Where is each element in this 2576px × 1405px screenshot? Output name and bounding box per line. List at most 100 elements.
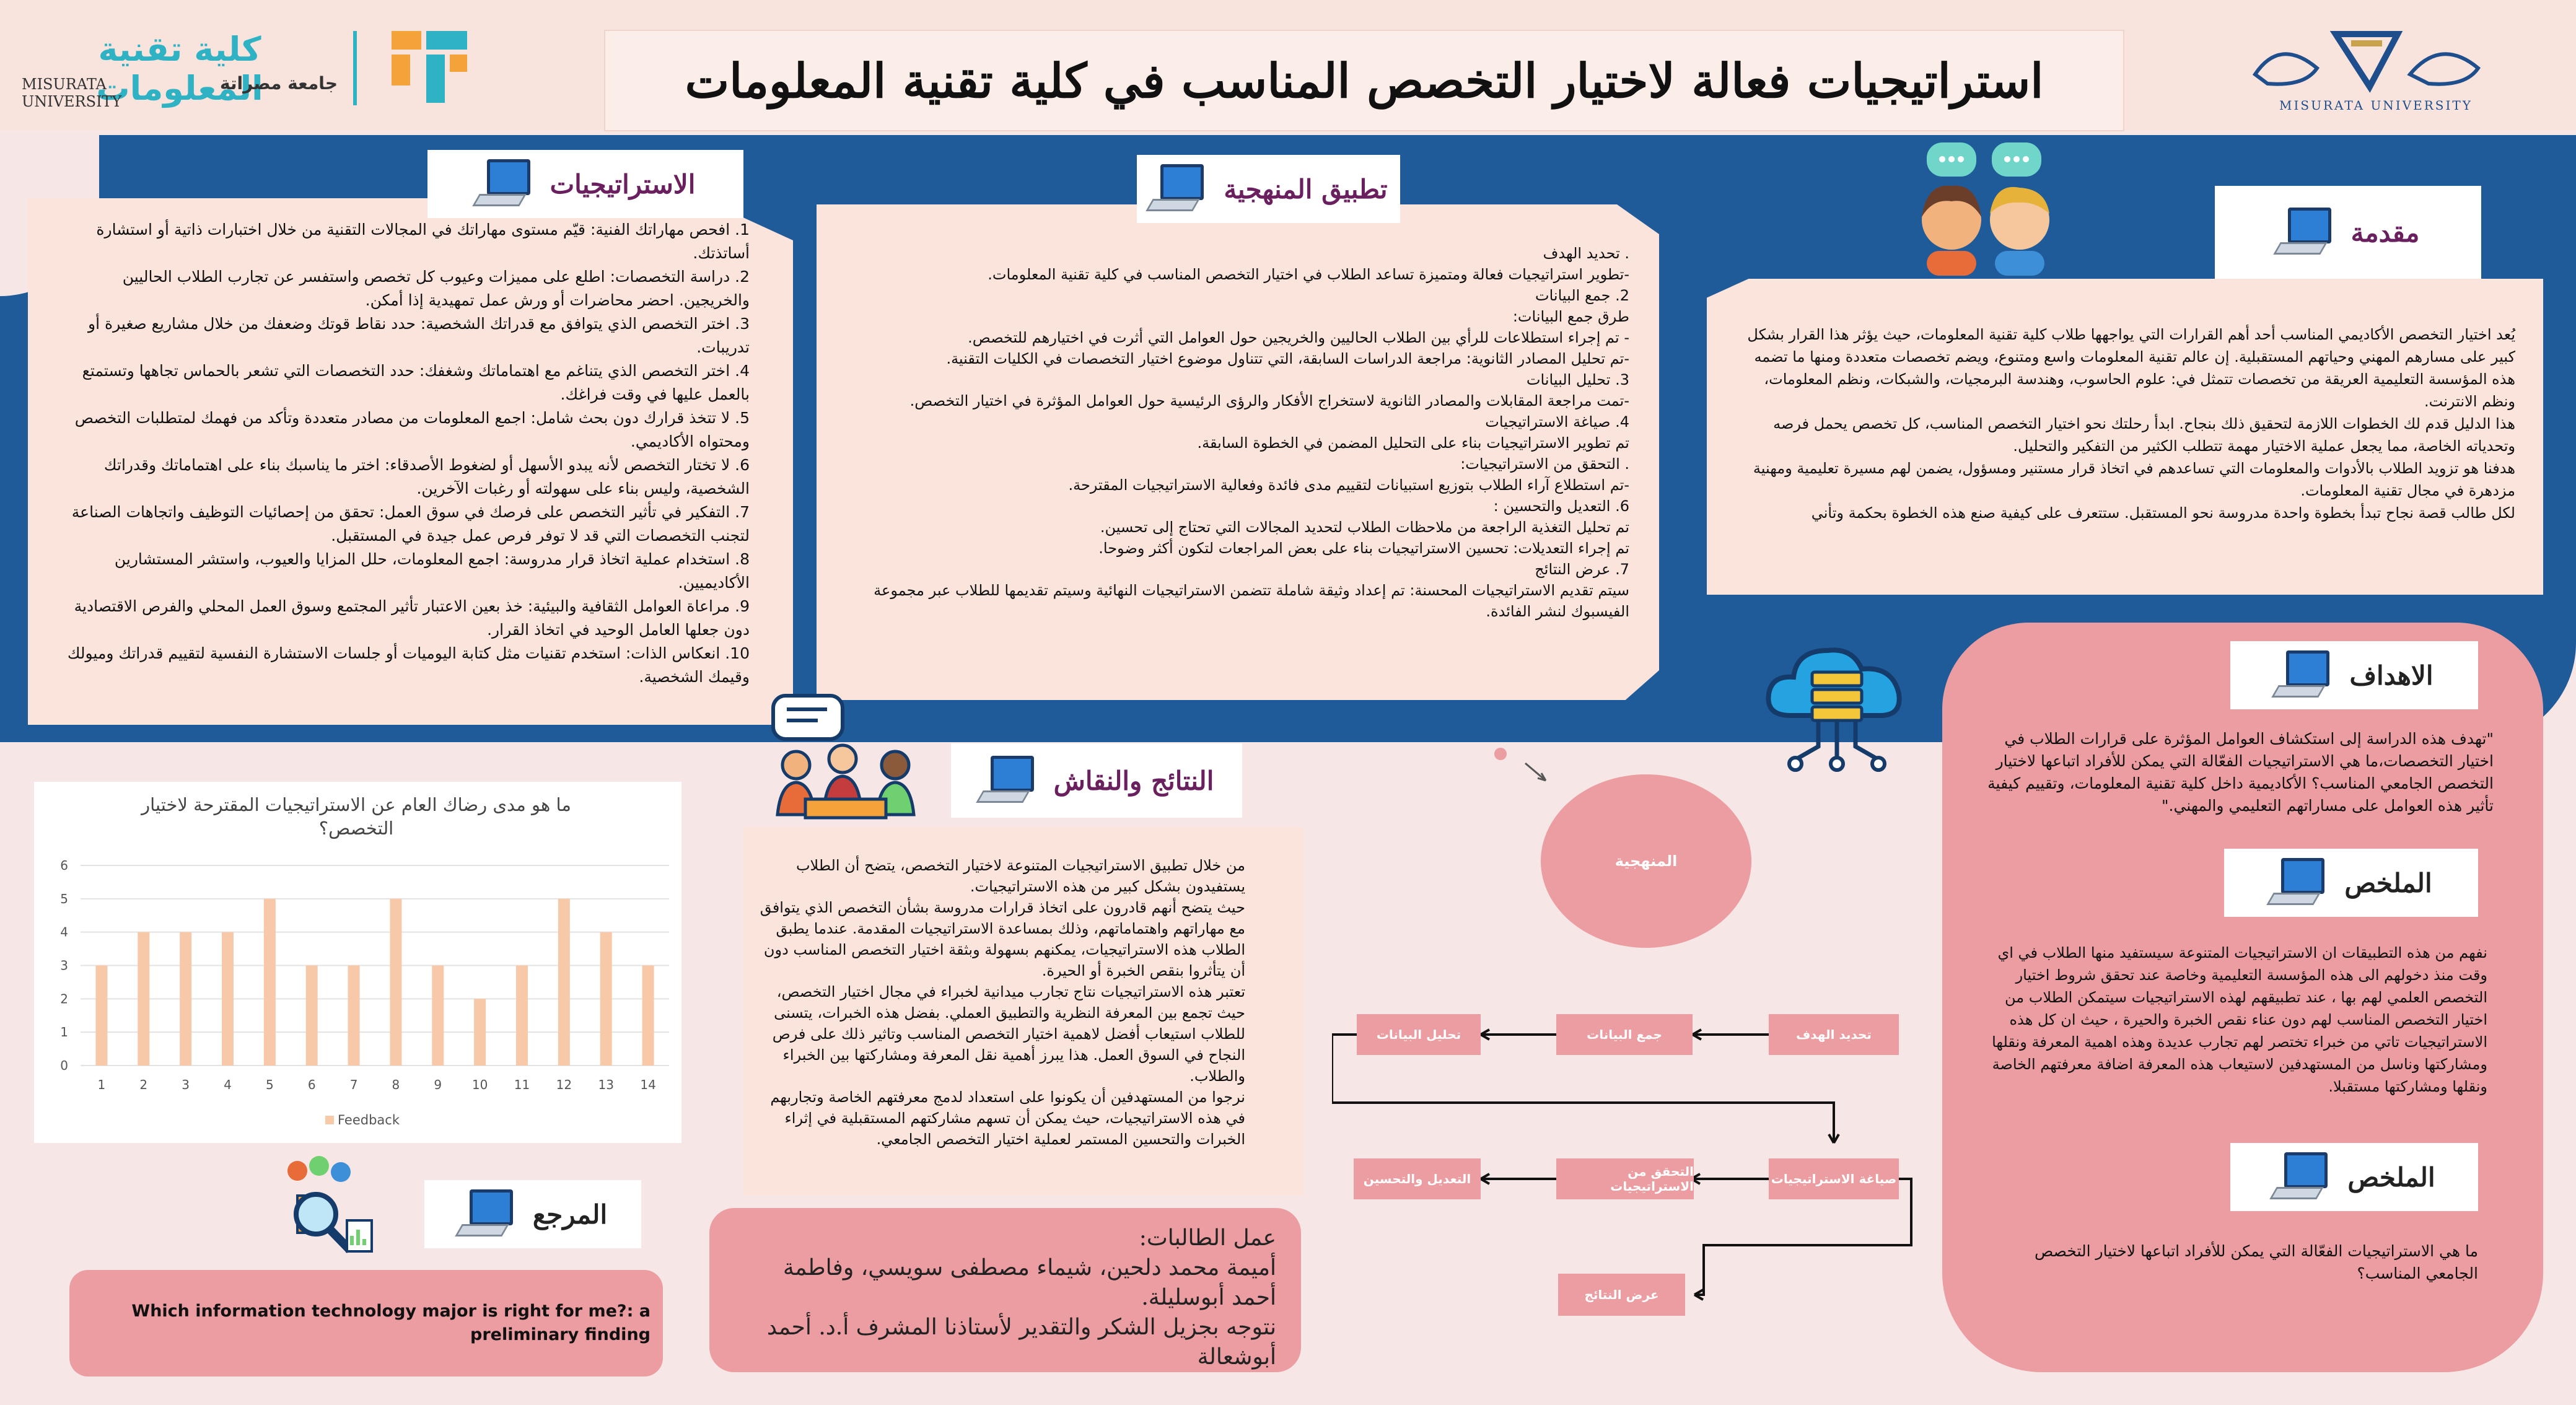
question-title: الملخص (2347, 1162, 2435, 1193)
methodology-list: . تحديد الهدف -تطوير استراتيجيات فعالة و… (849, 243, 1629, 622)
intro-card (1707, 279, 2543, 595)
university-logo: MISURATA UNIVERSITY (2243, 25, 2491, 118)
methodology-card (817, 204, 1659, 700)
faculty-logo: كلية تقنية المعلومات MISURATA UNIVERSITY… (22, 25, 468, 112)
methodology-circle: المنهجية (1541, 774, 1751, 948)
chart-bar (558, 898, 570, 1066)
chart-bar (305, 965, 318, 1066)
x-tick-label: 2 (139, 1077, 147, 1092)
intro-text: يُعد اختيار التخصص الأكاديمي المناسب أحد… (1728, 323, 2515, 524)
methodology-line: تم إجراء التعديلات: تحسين الاستراتيجيات … (1098, 540, 1629, 557)
chart-title: ما هو مدى رضاك العام عن الاستراتيجيات ال… (141, 794, 571, 839)
chart-bar (474, 999, 486, 1066)
x-tick-label: 9 (434, 1077, 442, 1092)
strategy-item: 3. اختر التخصص الذي يتوافق مع قدراتك الش… (88, 315, 750, 356)
chart-bar (348, 965, 360, 1066)
chart-bar (263, 898, 276, 1066)
summary-header: الملخص (2224, 849, 2478, 917)
chart-legend: Feedback (325, 1113, 400, 1127)
chart-bar (138, 932, 150, 1066)
chart-bar (222, 932, 234, 1066)
x-tick-label: 4 (224, 1077, 232, 1092)
chart-bar (600, 932, 612, 1066)
poster-title-box: استراتيجيات فعالة لاختيار التخصص المناسب… (604, 30, 2124, 131)
summary-text: نفهم من هذه التطبيقات ان الاستراتيجيات ا… (1992, 944, 2487, 1095)
y-tick-label: 2 (60, 991, 68, 1006)
faculty-logo-ar: كلية تقنية المعلومات (96, 30, 263, 108)
computer-icon (1146, 164, 1205, 214)
methodology-line: -تم تحليل المصادر الثانوية: مراجعة الدرا… (946, 350, 1629, 367)
legend-label: Feedback (338, 1113, 400, 1127)
methodology-line: - تم إجراء استطلاعات للرأي بين الطلاب ال… (968, 329, 1629, 346)
flow-step-present: عرض النتائج (1558, 1274, 1685, 1316)
question-header: الملخص (2230, 1143, 2478, 1211)
methodology-line: سيتم تقديم الاستراتيجيات المحسنة: تم إعد… (874, 582, 1629, 620)
intro-title: مقدمة (2350, 217, 2420, 248)
chart-bar (516, 965, 528, 1066)
goals-title: الاهداف (2349, 660, 2434, 691)
summary-title: الملخص (2344, 867, 2432, 898)
flow-step-formulate: صياغة الاستراتيجيات (1769, 1158, 1899, 1199)
x-tick-label: 7 (350, 1077, 358, 1092)
computer-icon (2272, 208, 2333, 257)
computer-icon (471, 159, 532, 209)
strategy-item: 2. دراسة التخصصات: اطلع على مميزات وعيوب… (122, 268, 750, 309)
x-tick-label: 14 (640, 1077, 655, 1092)
chart-bar (180, 932, 192, 1066)
strategy-item: 5. لا تتخذ قرارك دون بحث شامل: اجمع المع… (74, 409, 750, 450)
methodology-line: 6. التعديل والتحسين : (1493, 497, 1629, 515)
y-tick-label: 3 (60, 958, 68, 973)
goals-text: "تهدف هذه الدراسة إلى استكشاف العوامل ال… (1987, 730, 2494, 815)
strategy-item: 4. اختر التخصص الذي يتناغم مع اهتماماتك … (82, 362, 750, 403)
methodology-title: تطبيق المنهجية (1224, 173, 1388, 204)
methodology-line: -تمت مراجعة المقابلات والمصادر الثانوية … (909, 392, 1629, 409)
x-tick-label: 11 (514, 1077, 530, 1092)
poster-title: استراتيجيات فعالة لاختيار التخصص المناسب… (685, 53, 2044, 108)
methodology-line: . تحديد الهدف (1543, 245, 1629, 262)
intro-paragraph: هدفنا هو تزويد الطلاب بالأدوات والمعلوما… (1753, 460, 2515, 499)
reference-text: Which information technology major is ri… (131, 1302, 651, 1344)
methodology-line: . التحقق من الاستراتيجيات: (1460, 455, 1629, 473)
people-chat-icon (1922, 142, 2049, 276)
strategy-item: 7. التفكير في تأثير التخصص على فرصك في س… (71, 503, 750, 545)
goals-header: الاهداف (2230, 641, 2478, 709)
methodology-line: -تطوير استراتيجيات فعالة ومتميزة تساعد ا… (988, 266, 1629, 283)
computer-icon (975, 756, 1035, 805)
x-tick-label: 10 (472, 1077, 488, 1092)
methodology-header: تطبيق المنهجية (1137, 155, 1400, 223)
intro-paragraph: يُعد اختيار التخصص الأكاديمي المناسب أحد… (1747, 326, 2515, 410)
faculty-logo-en: MISURATA UNIVERSITY (22, 76, 122, 110)
y-tick-label: 4 (60, 925, 68, 940)
computer-icon (2271, 650, 2331, 700)
strategies-title: الاستراتيجيات (550, 169, 696, 199)
flow-step-analyze: تحليل البيانات (1357, 1014, 1481, 1055)
strategy-item: 1. افحص مهاراتك الفنية: قيّم مستوى مهارا… (96, 221, 750, 262)
strategies-list: 1. افحص مهاراتك الفنية: قيّم مستوى مهارا… (56, 218, 750, 689)
university-logo-en: MISURATA UNIVERSITY (2279, 98, 2473, 113)
methodology-line: 4. صياغة الاستراتيجيات (1485, 413, 1629, 431)
strategy-item: 9. مراعاة العوامل الثقافية والبيئية: خذ … (74, 597, 750, 639)
cloud-server-icon (1766, 647, 1902, 772)
results-text: من خلال تطبيق الاستراتيجيات المتنوعة لاخ… (753, 855, 1245, 1150)
faculty-logo-ar2: جامعة مصراتة (220, 73, 338, 94)
acknowledgement: نتوجه بجزيل الشكر والتقدير لأستاذنا المش… (766, 1315, 1276, 1370)
y-tick-label: 5 (60, 891, 68, 906)
results-paragraph: نرجوا من المستهدفين أن يكونوا على استعدا… (770, 1088, 1245, 1148)
intro-header: مقدمة (2215, 186, 2481, 279)
question-text: ما هي الاستراتيجيات الفعّالة التي يمكن ل… (2035, 1242, 2478, 1282)
flow-step-verify: التحقق من الاستراتيجيات (1556, 1158, 1694, 1199)
x-tick-label: 13 (598, 1077, 613, 1092)
x-tick-label: 6 (308, 1077, 316, 1092)
flowchart-connectors (1332, 748, 1912, 1301)
methodology-line: 3. تحليل البيانات (1526, 371, 1629, 388)
methodology-line: تم تحليل التغذية الراجعة من ملاحظات الطل… (1100, 519, 1629, 536)
results-paragraph: من خلال تطبيق الاستراتيجيات المتنوعة لاخ… (795, 857, 1245, 895)
flow-step-collect: جمع البيانات (1556, 1014, 1693, 1055)
strategies-card (28, 198, 793, 725)
results-paragraph: تعتبر هذه الاستراتيجيات نتاج تجارب ميدان… (772, 983, 1245, 1085)
intro-paragraph: هذا الدليل قدم لك الخطوات اللازمة لتحقيق… (1773, 415, 2515, 455)
x-tick-label: 1 (98, 1077, 106, 1092)
computer-icon (455, 1189, 514, 1239)
x-tick-label: 5 (266, 1077, 274, 1092)
methodology-line: 7. عرض النتائج (1535, 561, 1629, 578)
